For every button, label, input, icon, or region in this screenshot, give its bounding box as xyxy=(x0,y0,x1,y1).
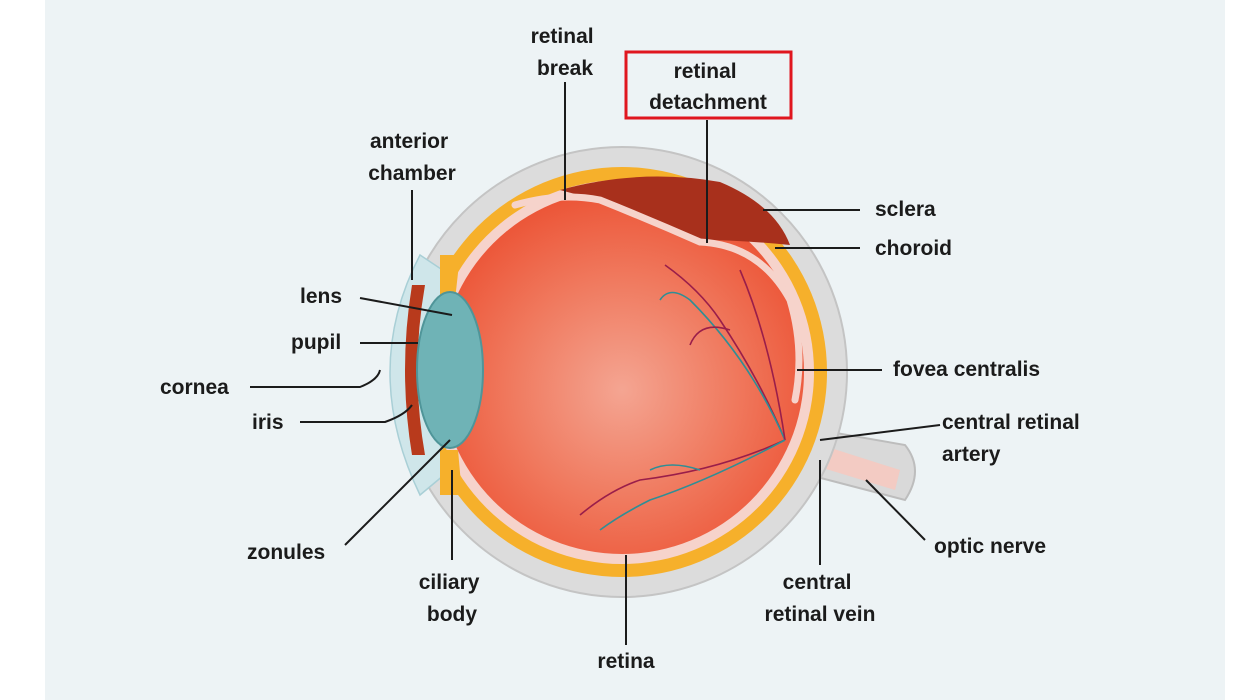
label-choroid: choroid xyxy=(875,237,952,260)
ciliary-body-shape xyxy=(440,255,462,495)
vitreous-shape xyxy=(440,190,804,554)
label-sclera: sclera xyxy=(875,198,936,221)
label-retinal-detachment: retinal detachment xyxy=(649,60,767,114)
label-ciliary-body: ciliary body xyxy=(419,571,486,626)
label-cornea: cornea xyxy=(160,376,229,399)
label-zonules: zonules xyxy=(247,541,325,564)
label-pupil: pupil xyxy=(291,331,341,354)
retinal-vessels xyxy=(579,264,786,531)
label-retina: retina xyxy=(597,650,655,673)
detached-retina xyxy=(511,193,803,404)
label-central-retinal-artery: central retinal artery xyxy=(942,411,1086,466)
highlight-box xyxy=(624,50,793,120)
iris-shape xyxy=(405,285,425,455)
lens-shape xyxy=(416,291,484,449)
label-fovea-centralis: fovea centralis xyxy=(893,358,1040,381)
label-optic-nerve: optic nerve xyxy=(934,535,1046,558)
leader-lines xyxy=(250,82,941,645)
detached-area xyxy=(560,176,790,245)
label-iris: iris xyxy=(252,411,284,434)
label-central-retinal-vein: central retinal vein xyxy=(765,571,876,626)
label-retinal-break: retinal break xyxy=(531,25,600,80)
label-anterior-chamber: anterior chamber xyxy=(368,130,456,185)
label-lens: lens xyxy=(300,285,342,308)
